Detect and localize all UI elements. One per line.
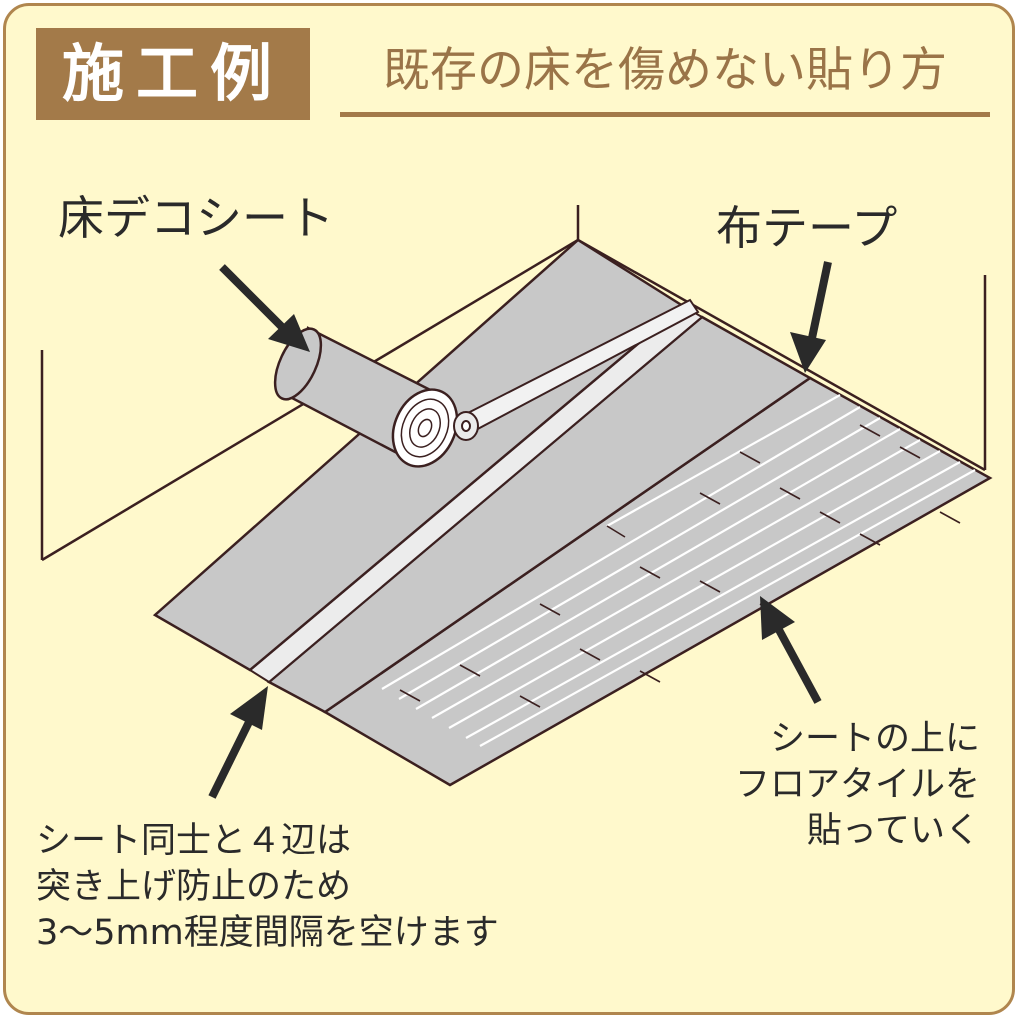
room-floor-right-edge [577,238,986,472]
sheet-roll [273,326,459,468]
gap-note: シート同士と４辺は 突き上げ防止のため 3〜5mm程度間隔を空けます [36,818,499,956]
tile-note: シートの上に フロアタイルを 貼っていく [640,716,980,854]
gap-note-line: 3〜5mm程度間隔を空けます [36,913,499,953]
sheet-arrow [219,264,310,352]
tile-note-line: シートの上に [769,719,980,759]
floor-tile-planks [381,394,976,747]
gap-note-line: 突き上げ防止のため [36,867,352,907]
arrows [208,261,832,799]
page-subtitle: 既存の床を傷めない貼り方 [383,43,947,98]
tile-arrow [760,596,822,704]
gap-note-line: シート同士と４辺は [36,821,352,861]
tile-note-line: フロアタイルを [734,765,980,805]
sheet-label: 床デコシート [58,191,334,245]
example-badge: 施工例 [36,28,310,120]
tile-note-line: 貼っていく [806,811,980,851]
tape-roll [453,298,700,441]
floor-tile-joints [399,424,961,708]
gap-arrow [208,686,268,799]
tape-arrow [790,261,832,373]
tape-label: 布テープ [716,201,898,255]
subtitle-underline [340,112,990,117]
